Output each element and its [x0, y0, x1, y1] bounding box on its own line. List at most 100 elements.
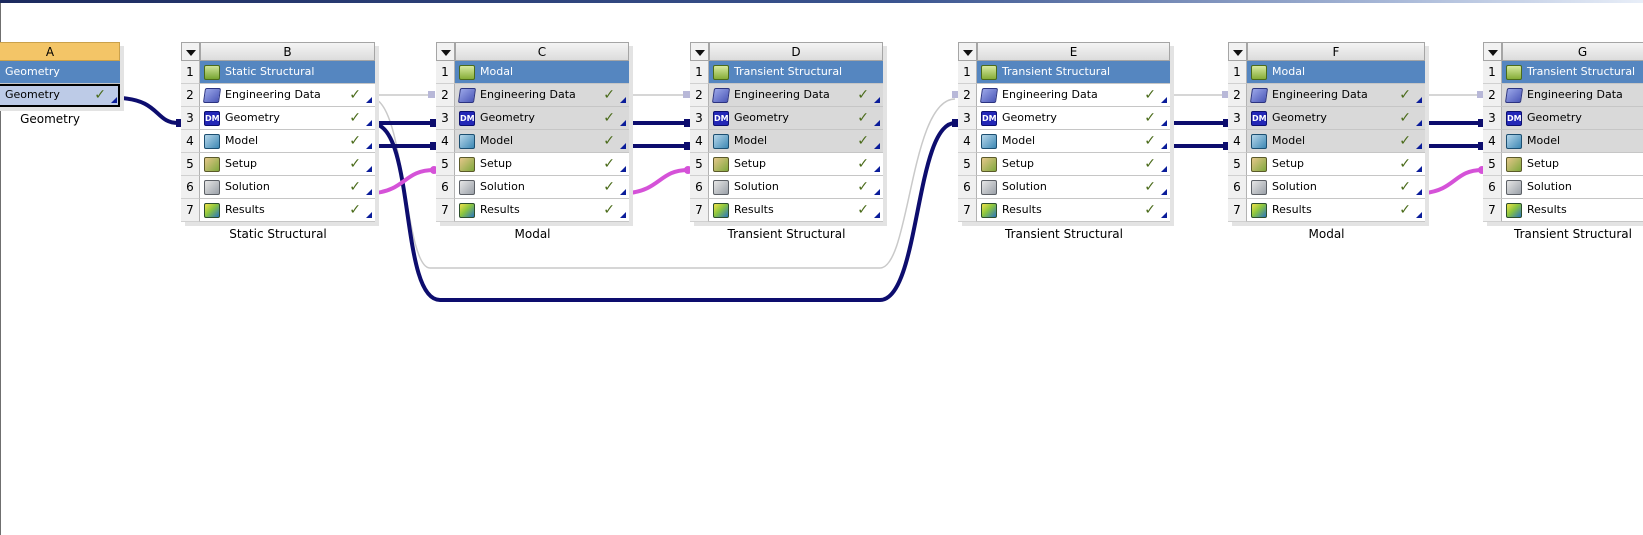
- cell-body[interactable]: Engineering Data✓: [455, 84, 629, 107]
- cell-body[interactable]: Engineering Data: [1502, 84, 1643, 107]
- system-menu-dropdown-icon[interactable]: [958, 42, 977, 61]
- cell-body[interactable]: Solution✓: [977, 176, 1170, 199]
- cell-body[interactable]: Transient Structural: [1502, 61, 1643, 84]
- cell-body[interactable]: Solution✓: [200, 176, 375, 199]
- cell-body[interactable]: Solution✓: [455, 176, 629, 199]
- cell-body[interactable]: Results✓: [200, 199, 375, 222]
- system-caption[interactable]: Modal: [514, 227, 551, 241]
- cell-body[interactable]: Results✓: [455, 199, 629, 222]
- cell-body[interactable]: Model✓: [977, 130, 1170, 153]
- cell-body[interactable]: Model✓: [200, 130, 375, 153]
- cell-body[interactable]: Setup✓: [455, 153, 629, 176]
- cell-body[interactable]: Model: [1502, 130, 1643, 153]
- cell-body[interactable]: Setup✓: [200, 153, 375, 176]
- cell-body[interactable]: Solution: [1502, 176, 1643, 199]
- cell-geometry[interactable]: Geometry: [0, 61, 120, 84]
- system-caption[interactable]: Transient Structural: [727, 227, 846, 241]
- cell-body[interactable]: Modal: [455, 61, 629, 84]
- cell-body[interactable]: Results: [1502, 199, 1643, 222]
- system-caption[interactable]: Transient Structural: [1514, 227, 1632, 241]
- system-menu-dropdown-icon[interactable]: [1228, 42, 1247, 61]
- cell-body[interactable]: Results✓: [709, 199, 883, 222]
- cell-body[interactable]: Engineering Data✓: [200, 84, 375, 107]
- system-menu-dropdown-icon[interactable]: [690, 42, 709, 61]
- cell-body[interactable]: Model✓: [1247, 130, 1425, 153]
- cell-body[interactable]: Results✓: [977, 199, 1170, 222]
- system-menu-dropdown-icon[interactable]: [181, 42, 200, 61]
- system-A[interactable]: AGeometryDMGeometry✓Geometry: [0, 42, 124, 126]
- cell-body[interactable]: Transient Structural: [709, 61, 883, 84]
- system-caption[interactable]: Static Structural: [229, 227, 327, 241]
- cell-body[interactable]: Modal: [1247, 61, 1425, 84]
- cell-body[interactable]: Transient Structural: [977, 61, 1170, 84]
- cell-body[interactable]: Setup✓: [1247, 153, 1425, 176]
- system-caption[interactable]: Geometry: [20, 112, 80, 126]
- cell-body[interactable]: Solution✓: [709, 176, 883, 199]
- cell-body[interactable]: Results✓: [1247, 199, 1425, 222]
- cell-body[interactable]: Engineering Data✓: [1247, 84, 1425, 107]
- cell-body[interactable]: Geometry: [0, 61, 120, 84]
- system-menu-dropdown-icon[interactable]: [1483, 42, 1502, 61]
- cell-body[interactable]: Setup✓: [709, 153, 883, 176]
- system-caption[interactable]: Modal: [1308, 227, 1345, 241]
- system-caption[interactable]: Transient Structural: [1005, 227, 1123, 241]
- cell-body[interactable]: Model✓: [709, 130, 883, 153]
- cell-body[interactable]: Engineering Data✓: [977, 84, 1170, 107]
- cell-body[interactable]: Setup: [1502, 153, 1643, 176]
- cell-body[interactable]: Engineering Data✓: [709, 84, 883, 107]
